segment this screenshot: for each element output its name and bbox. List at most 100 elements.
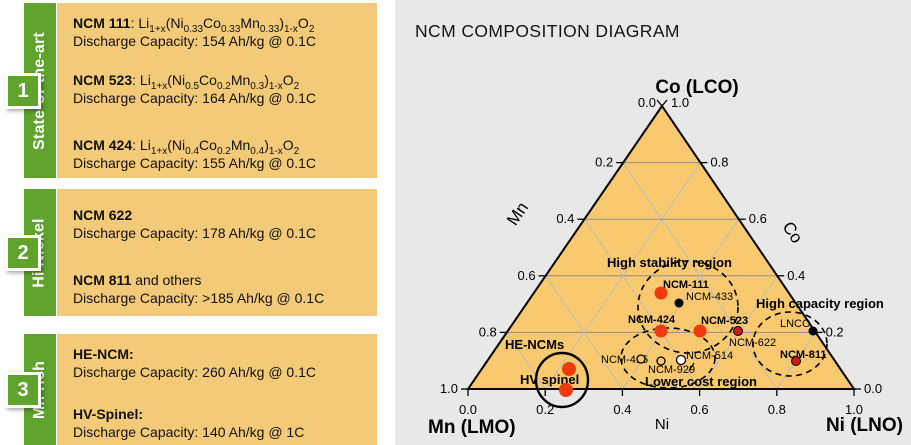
info-box-3: HE-NCM: Discharge Capacity: 260 Ah/kg @ … <box>57 334 377 445</box>
entry-title: NCM 523: Li1+x(Ni0.5Co0.2Mn0.3)1-xO2 <box>73 71 377 92</box>
material-name: NCM 811 <box>73 272 132 288</box>
corner-label-mn-lmo: Mn (LMO) <box>428 417 516 438</box>
section-hi-nickel: 2 Hi Nickel NCM 622 Discharge Capacity: … <box>0 189 395 316</box>
capacity-line: Discharge Capacity: 178 Ah/kg @ 0.1C <box>73 225 317 241</box>
section-mn-rich: 3 Mn rich HE-NCM: Discharge Capacity: 26… <box>0 334 395 445</box>
region-label: High capacity region <box>756 296 884 311</box>
corner-label-ni-lno: Ni (LNO) <box>826 415 903 436</box>
chemical-formula: : Li1+x(Ni0.5Co0.2Mn0.3)1-xO2 <box>132 72 300 92</box>
entry-ncm-523: NCM 523: Li1+x(Ni0.5Co0.2Mn0.3)1-xO2 Dis… <box>73 71 377 107</box>
capacity-line: Discharge Capacity: 154 Ah/kg @ 0.1C <box>73 33 317 49</box>
point-marker-red-large <box>559 383 573 397</box>
tick-label-right: 0.0 <box>864 381 882 396</box>
region-circle <box>637 260 739 354</box>
ternary-grid <box>506 162 817 390</box>
point-marker-black <box>808 326 818 336</box>
region-label: High stability region <box>607 255 732 270</box>
apex-tick <box>656 99 668 108</box>
entry-ncm-424: NCM 424: Li1+x(Ni0.4Co0.2Mn0.4)1-xO2 Dis… <box>73 136 377 172</box>
entry-title: NCM 622 <box>73 206 377 224</box>
region-circle <box>620 327 716 389</box>
entry-title: NCM 424: Li1+x(Ni0.4Co0.2Mn0.4)1-xO2 <box>73 136 377 157</box>
section-2-badge: 2 <box>5 234 41 271</box>
tick-label-right: 0.8 <box>710 155 728 170</box>
tick-label-right: 0.4 <box>787 268 805 283</box>
material-name: NCM 111 <box>73 15 131 31</box>
point-label: NCM-111 <box>663 279 709 291</box>
entry-ncm-111: NCM 111: Li1+x(Ni0.33Co0.33Mn0.33)1-xO2 … <box>73 14 377 50</box>
tick-label-left: 0.4 <box>556 211 574 226</box>
edge-label-co: Co <box>779 218 807 247</box>
entry-title: NCM 811 and others <box>73 271 377 289</box>
entry-title: NCM 111: Li1+x(Ni0.33Co0.33Mn0.33)1-xO2 <box>73 14 377 35</box>
capacity-line: Discharge Capacity: >185 Ah/kg @ 0.1C <box>73 290 325 306</box>
point-marker-open <box>636 354 646 364</box>
point-marker-black <box>674 298 684 308</box>
tick-label-bottom: 0.8 <box>768 402 786 417</box>
chemical-formula: : Li1+x(Ni0.4Co0.2Mn0.4)1-xO2 <box>132 137 300 157</box>
region-label: HE-NCMs <box>505 337 564 352</box>
capacity-line: Discharge Capacity: 260 Ah/kg @ 0.1C <box>73 364 317 380</box>
ncm-929-leader-line <box>688 362 695 372</box>
point-marker-red-small <box>733 326 743 336</box>
tick-label-right: 0.6 <box>749 211 767 226</box>
grid-line <box>545 275 623 390</box>
point-label: NCM-811 <box>780 349 826 361</box>
tick-label-right: 1.0 <box>671 95 689 110</box>
left-panel: 1 State-of-the-art NCM 111: Li1+x(Ni0.33… <box>0 0 395 445</box>
tick-label-left: 0.8 <box>479 324 497 339</box>
ternary-triangle-border <box>466 104 856 390</box>
point-label: NCM-929 <box>648 364 695 376</box>
entry-hv-spinel: HV-Spinel: Discharge Capacity: 140 Ah/kg… <box>73 405 377 441</box>
point-marker-red-large <box>693 324 707 338</box>
info-box-1: NCM 111: Li1+x(Ni0.33Co0.33Mn0.33)1-xO2 … <box>57 3 377 178</box>
entry-he-ncm: HE-NCM: Discharge Capacity: 260 Ah/kg @ … <box>73 345 377 381</box>
point-label: NCM-433 <box>686 291 733 303</box>
section-state-of-the-art: 1 State-of-the-art NCM 111: Li1+x(Ni0.33… <box>0 3 395 178</box>
info-box-2: NCM 622 Discharge Capacity: 178 Ah/kg @ … <box>57 189 377 316</box>
point-marker-red-large <box>654 324 668 338</box>
entry-title: HV-Spinel: <box>73 405 377 423</box>
region-label: Lower cost region <box>645 374 757 389</box>
point-marker-red-small <box>791 356 801 366</box>
point-marker-white <box>675 354 687 366</box>
tick-label-bottom: 1.0 <box>845 402 863 417</box>
point-label: NCM-514 <box>686 350 733 362</box>
chemical-formula: : Li1+x(Ni0.33Co0.33Mn0.33)1-xO2 <box>130 15 315 35</box>
material-name: HE-NCM: <box>73 346 134 362</box>
capacity-line: Discharge Capacity: 164 Ah/kg @ 0.1C <box>73 90 317 106</box>
point-label: NCM-415 <box>601 354 648 366</box>
tick-label-left: 0.2 <box>595 155 613 170</box>
material-name: NCM 523 <box>73 72 133 88</box>
point-label: NCM-424 <box>628 314 676 326</box>
region-circle <box>534 351 590 409</box>
ternary-triangle-fill <box>468 106 854 389</box>
point-label: NCM-622 <box>729 337 776 349</box>
section-3-badge: 3 <box>5 371 41 408</box>
diagram-panel: NCM COMPOSITION DIAGRAM High stability r… <box>395 0 911 445</box>
tick-label-left: 1.0 <box>440 381 458 396</box>
corner-label-co-lco: Co (LCO) <box>655 77 738 98</box>
capacity-line: Discharge Capacity: 140 Ah/kg @ 1C <box>73 424 305 440</box>
capacity-line: Discharge Capacity: 155 Ah/kg @ 0.1C <box>73 155 317 171</box>
entry-ncm-811: NCM 811 and others Discharge Capacity: >… <box>73 271 377 307</box>
point-marker-open <box>656 356 666 366</box>
tick-label-bottom: 0.6 <box>691 402 709 417</box>
point-label: LNCO <box>780 318 811 330</box>
tick-label-bottom: 0.0 <box>459 402 477 417</box>
entry-ncm-622: NCM 622 Discharge Capacity: 178 Ah/kg @ … <box>73 206 377 242</box>
diagram-title: NCM COMPOSITION DIAGRAM <box>415 21 680 41</box>
material-suffix: and others <box>131 272 202 288</box>
edge-label-ni: Ni <box>655 416 669 433</box>
entry-title: HE-NCM: <box>73 345 377 363</box>
tick-label-bottom: 0.2 <box>536 402 554 417</box>
region-circle <box>752 311 828 377</box>
edge-label-mn: Mn <box>503 199 532 229</box>
point-marker-red-large <box>654 286 668 300</box>
point-label: NCM-523 <box>701 315 748 327</box>
